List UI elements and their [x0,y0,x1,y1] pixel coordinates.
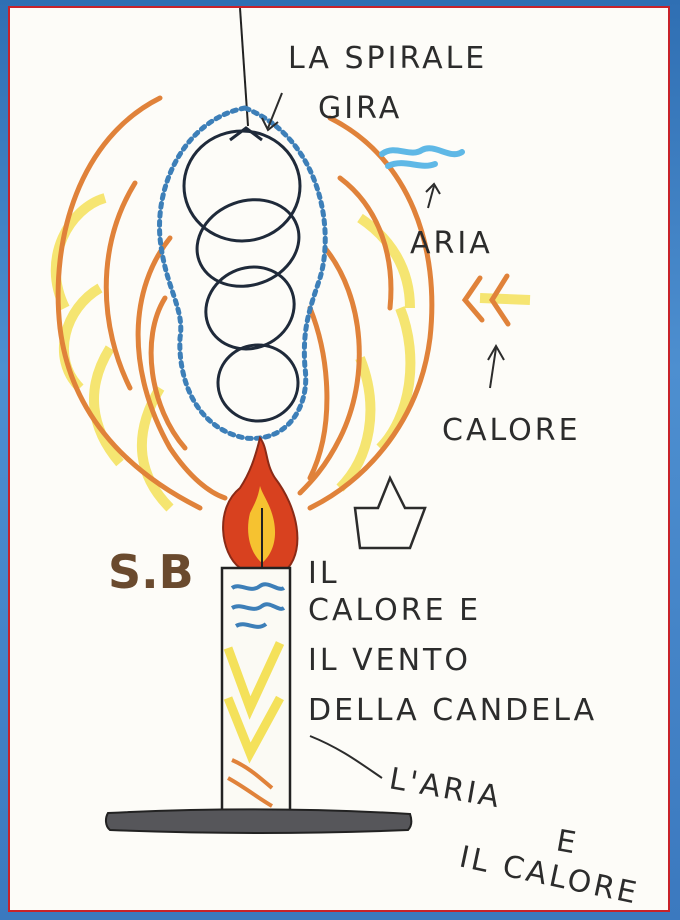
label-heat-line1: IL [308,556,340,591]
label-calore: CALORE [442,413,581,448]
label-aria: ARIA [410,226,493,261]
arrow-aria-up [426,184,440,208]
air-blob-icon [382,148,462,166]
label-heat-line3: IL VENTO [308,643,471,678]
big-up-arrow-icon [355,478,425,548]
label-air-line2: E [554,823,582,861]
drawing-frame: LA SPIRALE GIRA ARIA CALORE S.B IL CALOR… [8,6,670,912]
candle-spiral-drawing: LA SPIRALE GIRA ARIA CALORE S.B IL CALOR… [10,8,670,912]
label-spiral-line2: GIRA [318,91,402,126]
label-heat-line4: DELLA CANDELA [308,693,597,728]
candle-flame [223,438,297,570]
label-spiral-line1: LA SPIRALE [288,41,487,76]
arrow-calore-up [488,346,504,388]
pointer-line-candle [310,736,382,778]
label-initials: S.B [108,545,194,599]
label-air-line3: IL CALORE [456,840,642,912]
spiral-air-outline [160,108,326,438]
candle-base-plate [106,809,411,833]
label-air-line1: L'ARIA [387,761,505,815]
candle-body [222,568,290,813]
label-heat-line2: CALORE E [308,593,481,628]
spiral-coil [184,128,311,421]
